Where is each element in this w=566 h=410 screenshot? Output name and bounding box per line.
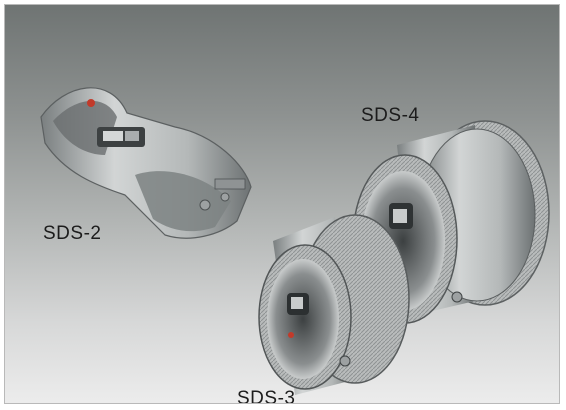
sds-2-device xyxy=(40,87,252,239)
photo-frame: SDS-2 SDS-4 SDS-3 xyxy=(4,4,560,404)
product-photo xyxy=(40,87,550,395)
label-sds-2: SDS-2 xyxy=(43,223,102,244)
label-sds-4: SDS-4 xyxy=(361,105,420,126)
sds-3-device xyxy=(258,214,410,395)
label-sds-3: SDS-3 xyxy=(237,388,296,404)
